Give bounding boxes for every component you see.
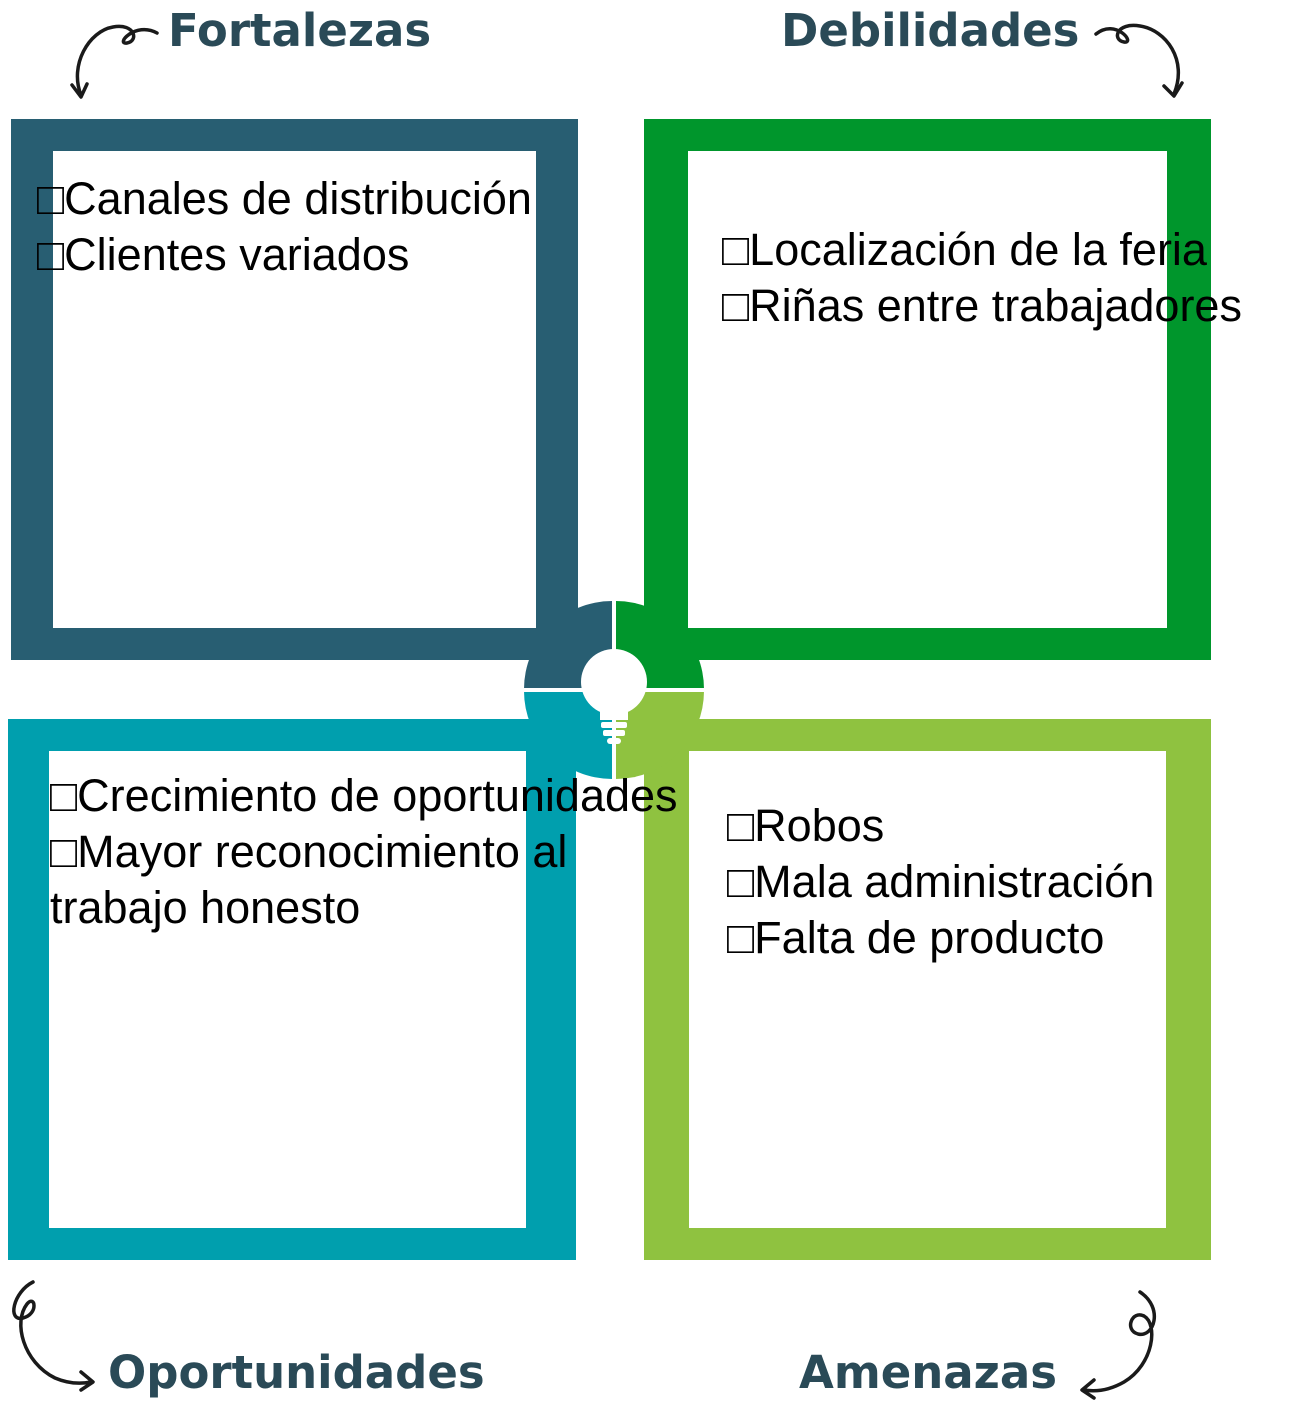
quadrant-amenazas [644,719,1211,1260]
list-item: □Riñas entre trabajadores [722,280,1242,331]
curly-arrow-icon [70,24,159,99]
quadrant-oportunidades [8,719,576,1260]
lightbulb-icon [581,649,647,744]
list-item: □Falta de producto [727,912,1105,963]
quadrant-fortalezas [11,119,578,660]
list-item: □Localización de la feria [722,224,1207,275]
list-item: □Mala administración [727,856,1155,907]
title-oportunidades: Oportunidades [108,1346,485,1399]
curly-arrow-icon [1094,23,1184,98]
fortalezas-list: □Canales de distribución □Clientes varia… [37,171,532,283]
curly-arrow-icon [12,1280,95,1392]
amenazas-list: □Robos □Mala administración □Falta de pr… [727,798,1154,966]
quadrant-debilidades [644,119,1211,660]
curly-arrow-icon [1080,1290,1157,1400]
title-debilidades: Debilidades [781,4,1080,57]
title-fortalezas: Fortalezas [168,4,432,57]
list-item: □Clientes variados [37,229,410,280]
oportunidades-list: □Crecimiento de oportunidades □Mayor rec… [50,768,678,936]
list-item: □Mayor reconocimiento al [50,826,568,877]
list-item: □Crecimiento de oportunidades [50,770,678,821]
list-item: trabajo honesto [50,882,361,933]
list-item: □Robos [727,800,885,851]
list-item: □Canales de distribución [37,173,532,224]
debilidades-list: □Localización de la feria □Riñas entre t… [722,222,1242,334]
title-amenazas: Amenazas [799,1346,1057,1399]
